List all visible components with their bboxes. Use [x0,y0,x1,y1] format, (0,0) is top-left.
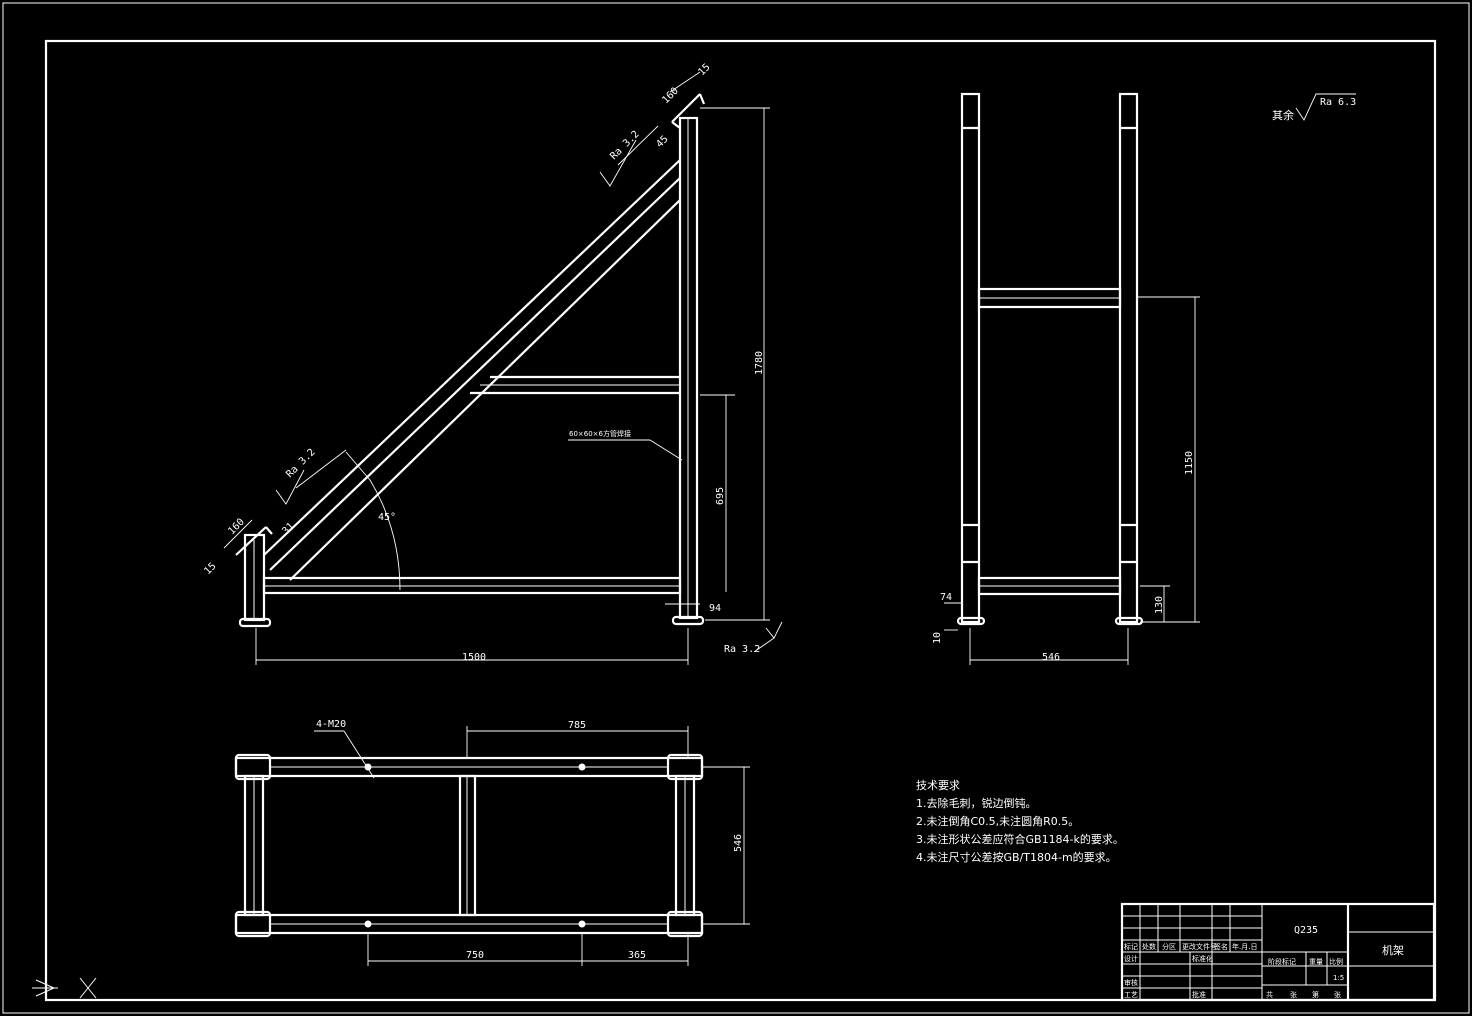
material: Q235 [1294,925,1318,936]
dim-15-bot: 15 [202,561,218,577]
hole-note: 4-M20 [316,719,346,730]
mount-hole [578,763,586,771]
dim-695: 695 [715,487,726,505]
title-block: 标记 处数 分区 更改文件号 签名 年.月.日 设计 标准化 审核 工艺 批准 … [1120,902,1436,1002]
scale-value: 1:5 [1333,974,1344,982]
dim-15-top: 15 [696,62,712,78]
stage-label: 阶段标记 [1268,957,1296,966]
col-label: 年.月.日 [1232,942,1257,951]
col-label: 签名 [1214,942,1228,951]
plan-view: 4-M20 785 546 750 365 [234,719,750,966]
dim-130: 130 [1154,596,1165,614]
requirement-item: 1.去除毛刺，锐边倒钝。 [916,796,1037,810]
tube-note: 60×60×6方管焊接 [569,429,631,438]
dim-546-front: 546 [1042,652,1060,663]
angle-45: 45° [378,512,396,523]
row-label: 工艺 [1124,991,1138,999]
ra-rest-value: Ra 6.3 [1320,97,1356,108]
scale-label: 比例 [1329,957,1343,966]
technical-requirements: 技术要求 1.去除毛刺，锐边倒钝。 2.未注倒角C0.5,未注圆角R0.5。 3… [916,779,1124,864]
dim-10: 10 [932,632,943,644]
dim-785: 785 [568,720,586,731]
row-label: 批准 [1192,990,1206,999]
requirements-title: 技术要求 [916,779,960,792]
dim-94: 94 [709,603,721,614]
col-label: 处数 [1142,942,1156,951]
sheet-label: 张 [1334,990,1341,999]
dim-160-top: 160 [660,86,681,107]
requirement-item: 4.未注尺寸公差按GB/T1804-m的要求。 [916,850,1117,864]
col-label: 分区 [1162,942,1176,951]
ra-rest-label: 其余 [1272,108,1294,122]
front-left-post [960,92,981,624]
ra-bottom: Ra 3.2 [724,644,760,655]
sheet-label: 张 [1290,990,1297,999]
dim-160-bot: 160 [226,517,247,538]
ucs-icon [32,977,97,999]
dim-1780: 1780 [754,351,765,375]
side-view: 1780 695 94 1500 15 160 45 Ra 3.2 15 160… [202,62,783,665]
dim-750: 750 [466,950,484,961]
front-view: 1150 130 546 74 10 其余 Ra 6.3 [932,92,1356,665]
col-label: 更改文件号 [1182,942,1217,951]
mount-hole [364,920,372,928]
dim-45-top: 45 [654,134,670,150]
row-label: 标准化 [1192,954,1213,963]
side-diagonal-tube [263,159,681,556]
row-label: 审核 [1124,978,1138,987]
front-right-post [1118,92,1139,624]
dim-74: 74 [940,592,952,603]
dim-31: 31 [280,521,296,537]
dim-546-plan: 546 [733,834,744,852]
part-name: 机架 [1382,943,1404,957]
requirement-item: 3.未注形状公差应符合GB1184-k的要求。 [916,832,1124,846]
row-label: 设计 [1124,954,1138,963]
requirement-item: 2.未注倒角C0.5,未注圆角R0.5。 [916,814,1079,828]
ra-top: Ra 3.2 [608,129,641,162]
mount-hole [578,920,586,928]
col-label: 标记 [1124,942,1138,951]
sheet-label: 第 [1312,990,1319,999]
dim-1500: 1500 [462,652,486,663]
sheet-inner-border [44,39,1437,1002]
dim-1150: 1150 [1184,451,1195,475]
dim-365: 365 [628,950,646,961]
weight-label: 重量 [1309,958,1323,966]
sheet-label: 共 [1266,990,1273,999]
